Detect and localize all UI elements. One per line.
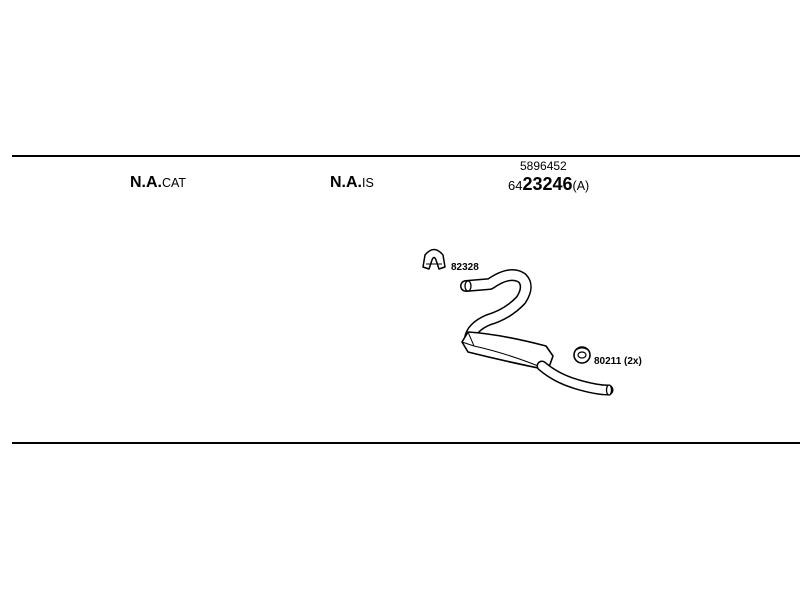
rubber-mount-icon bbox=[573, 346, 591, 364]
top-divider-line bbox=[12, 155, 800, 157]
clamp-icon bbox=[422, 248, 446, 270]
na-is-label: N.A.IS bbox=[330, 175, 374, 191]
bottom-divider-line bbox=[12, 442, 800, 444]
na-is-label-suffix: IS bbox=[362, 176, 374, 190]
main-part-number: 6423246(A) bbox=[508, 175, 589, 194]
clamp-part-label: 82328 bbox=[451, 262, 479, 273]
na-cat-label-bold: N.A. bbox=[130, 174, 162, 191]
alternate-part-number: 5896452 bbox=[520, 159, 567, 173]
mount-part-label: 80211 (2x) bbox=[594, 356, 642, 367]
na-is-label-bold: N.A. bbox=[330, 174, 362, 191]
main-part-number-bold: 23246 bbox=[522, 174, 573, 194]
main-part-suffix: (A) bbox=[572, 179, 590, 193]
na-cat-label: N.A.CAT bbox=[130, 175, 186, 191]
main-part-prefix: 64 bbox=[508, 178, 523, 193]
exhaust-pipe bbox=[460, 269, 532, 344]
tail-pipe bbox=[536, 360, 614, 396]
na-cat-label-suffix: CAT bbox=[162, 176, 187, 190]
